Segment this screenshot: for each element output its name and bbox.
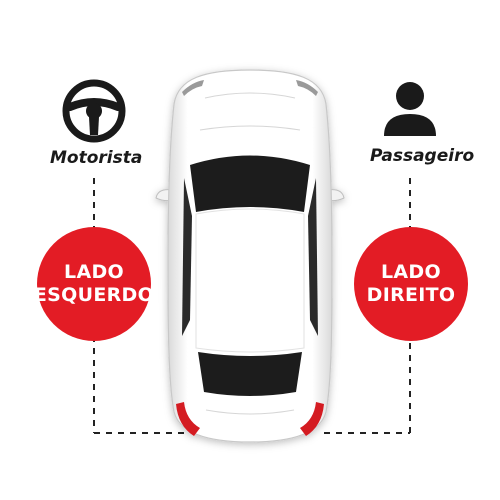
dashed-connector bbox=[93, 178, 411, 434]
driver-label: Motorista bbox=[50, 148, 143, 168]
car-top-view bbox=[155, 69, 345, 443]
right-side-badge: LADO DIREITO bbox=[354, 227, 468, 341]
passenger-label: Passageiro bbox=[370, 146, 475, 166]
right-side-label: LADO DIREITO bbox=[366, 261, 456, 306]
person-icon bbox=[384, 82, 436, 136]
left-side-label: LADO ESQUERDO bbox=[33, 261, 155, 306]
steering-wheel-icon bbox=[62, 79, 126, 143]
left-side-badge: LADO ESQUERDO bbox=[33, 227, 155, 341]
